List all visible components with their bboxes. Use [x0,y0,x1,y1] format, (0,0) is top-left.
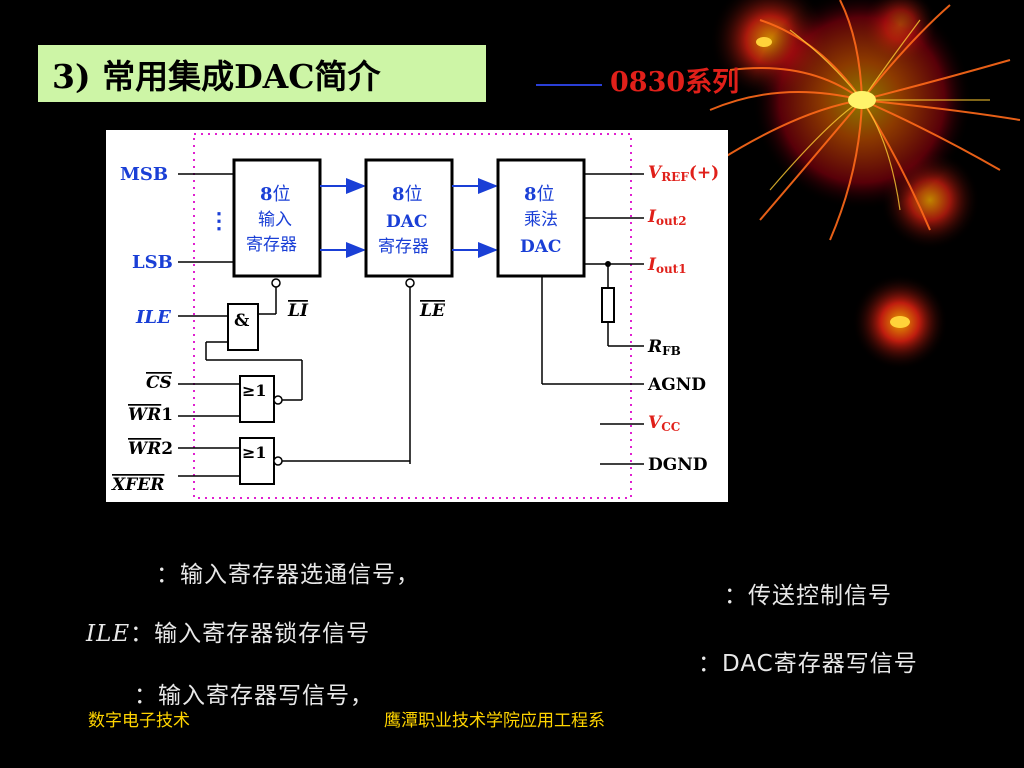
cs-pin-label: CS [146,373,172,393]
note-wr2: ：DAC寄存器写信号 [698,644,918,678]
slide-title-box: 3) 常用集成DAC简介 [38,45,486,102]
vcc-pin-label: VCC [648,413,680,434]
note-ile-prefix: ILE [86,621,131,647]
nor-gate-2-symbol: ≥1 [242,443,267,462]
multiplying-dac-block [496,158,586,278]
chip-boundary [193,133,632,499]
and-gate-symbol: & [234,311,250,331]
note-wr1: ：输入寄存器写信号， [134,676,374,710]
vref-pin-label: VREF(+) [648,163,719,184]
dac-register-block [364,158,454,278]
mult-dac-line3: DAC [520,237,561,257]
feedback-resistor [601,287,615,323]
lsb-pin-label: LSB [132,252,173,273]
wr2-pin-label: WR2 [128,439,173,459]
dac-register-line2: DAC [386,212,427,232]
series-label: 0830系列 [536,60,739,99]
dgnd-pin-label: DGND [648,455,708,475]
footer-course-text: 数字电子技术 [88,711,190,731]
note-cs: ：输入寄存器选通信号， [156,555,420,589]
nor-gate-1-symbol: ≥1 [242,381,267,400]
note-ile: ILE：输入寄存器锁存信号 [86,614,370,648]
data-bits-dots: ⋮ [208,208,230,234]
input-register-line2: 输入 [258,210,292,230]
mult-dac-line2: 乘法 [524,210,558,230]
dac0830-block-diagram: MSB ⋮ LSB 8位 输入 寄存器 8位 DAC 寄存器 8位 乘法 DAC… [106,130,728,502]
dac-register-line3: 寄存器 [378,237,429,257]
footer-institution: 鹰潭职业技术学院应用工程系 [384,706,605,731]
iout2-pin-label: Iout2 [647,207,687,228]
footer-institution-text: 鹰潭职业技术学院应用工程系 [384,711,605,731]
series-text: 0830系列 [610,67,740,98]
dac-register-bits: 8位 [392,184,423,205]
note-ile-text: ：输入寄存器锁存信号 [130,621,371,647]
le-label: LE [419,301,446,321]
ile-pin-label: ILE [135,307,171,328]
input-register-line3: 寄存器 [246,235,297,255]
input-register-bits: 8位 [260,184,291,205]
li-label: LI [287,301,309,321]
note-xfer: ：传送控制信号 [724,576,892,610]
note-cs-text: ：输入寄存器选通信号， [156,562,420,588]
mult-dac-bits: 8位 [524,184,555,205]
nor-gate-2 [239,437,275,485]
note-xfer-text: ：传送控制信号 [724,583,892,609]
decorative-firework-image [709,0,1021,370]
note-wr1-text: ：输入寄存器写信号， [134,683,374,709]
iout1-pin-label: Iout1 [647,255,687,276]
input-register-block [232,158,322,278]
agnd-pin-label: AGND [647,375,706,395]
note-wr2-text: ：DAC寄存器写信号 [698,651,918,677]
rfb-pin-label: RFB [647,337,681,358]
xfer-pin-label: XFER [111,475,164,495]
msb-pin-label: MSB [120,164,168,185]
and-gate [227,303,259,351]
series-dash [536,83,602,86]
wr1-pin-label: WR1 [128,405,173,425]
footer-course: 数字电子技术 [88,706,190,731]
slide-title: 3) 常用集成DAC简介 [52,56,381,96]
